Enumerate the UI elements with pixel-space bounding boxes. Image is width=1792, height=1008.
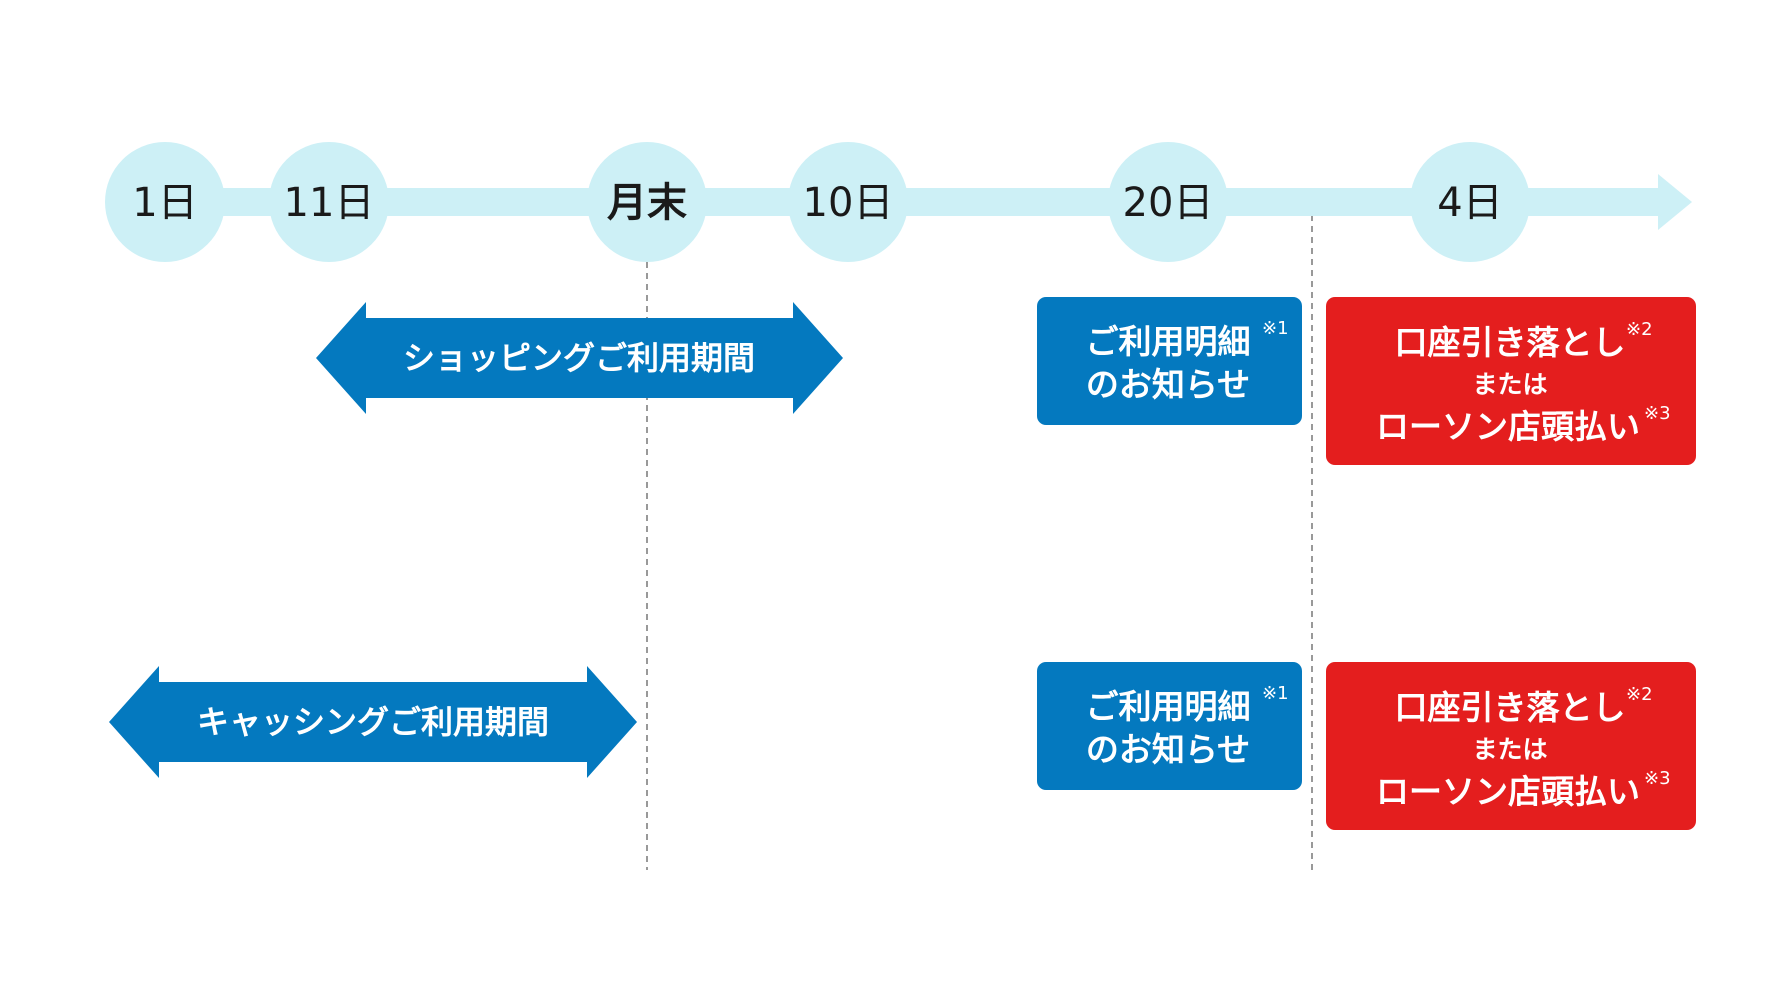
timeline-day-20: 20日 xyxy=(1108,142,1228,262)
payment-line1: 口座引き落とし xyxy=(1395,323,1626,362)
payment-line3: ローソン店頭払い xyxy=(1376,407,1640,446)
timeline-arrowhead xyxy=(1658,174,1692,230)
day-circle xyxy=(1410,142,1530,262)
double-arrow-shape xyxy=(109,666,637,778)
statement-box xyxy=(1037,662,1302,790)
shopping-period-label: ショッピングご利用期間 xyxy=(403,339,755,377)
statement-box xyxy=(1037,297,1302,425)
cashing-period-label: キャッシングご利用期間 xyxy=(197,703,549,741)
timeline-day-11: 11日 xyxy=(269,142,389,262)
statement-note: ※1 xyxy=(1262,318,1289,339)
timeline-day-10: 10日 xyxy=(788,142,908,262)
payment-line1-note: ※2 xyxy=(1626,319,1653,340)
statement-note: ※1 xyxy=(1262,683,1289,704)
statement-line1: ご利用明細 xyxy=(1086,322,1251,361)
shopping-period-arrow: ショッピングご利用期間 xyxy=(316,302,843,414)
timeline-day-1: 1日 xyxy=(105,142,225,262)
day-label: 11日 xyxy=(284,180,375,226)
statement-line1: ご利用明細 xyxy=(1086,687,1251,726)
timeline-day-4: 4日 xyxy=(1410,142,1530,262)
day-label: 4日 xyxy=(1437,180,1502,226)
cashing-payment-method: 口座引き落とし ※2 または ローソン店頭払い ※3 xyxy=(1326,662,1696,830)
day-circle xyxy=(105,142,225,262)
day-label: 20日 xyxy=(1123,180,1214,226)
day-circle xyxy=(1108,142,1228,262)
payment-box xyxy=(1326,662,1696,830)
day-label: 10日 xyxy=(803,180,894,226)
payment-line2: または xyxy=(1472,370,1547,399)
day-label: 1日 xyxy=(132,180,197,226)
statement-line2: のお知らせ xyxy=(1086,730,1250,769)
payment-line2: または xyxy=(1472,735,1547,764)
day-circle xyxy=(587,142,707,262)
day-label: 月末 xyxy=(607,180,687,226)
shopping-payment-method: 口座引き落とし ※2 または ローソン店頭払い ※3 xyxy=(1326,297,1696,465)
payment-line3: ローソン店頭払い xyxy=(1376,772,1640,811)
cashing-statement-notice: ご利用明細 ※1 のお知らせ xyxy=(1037,662,1302,790)
statement-line2: のお知らせ xyxy=(1086,365,1250,404)
payment-line1: 口座引き落とし xyxy=(1395,688,1626,727)
payment-line3-note: ※3 xyxy=(1644,768,1671,789)
day-circle xyxy=(269,142,389,262)
payment-line3-note: ※3 xyxy=(1644,403,1671,424)
payment-box xyxy=(1326,297,1696,465)
timeline: 1日 11日 月末 10日 20日 4日 xyxy=(105,142,1692,262)
double-arrow-shape xyxy=(316,302,843,414)
day-circle xyxy=(788,142,908,262)
cashing-period-arrow: キャッシングご利用期間 xyxy=(109,666,637,778)
payment-line1-note: ※2 xyxy=(1626,684,1653,705)
shopping-statement-notice: ご利用明細 ※1 のお知らせ xyxy=(1037,297,1302,425)
timeline-month-end: 月末 xyxy=(587,142,707,262)
